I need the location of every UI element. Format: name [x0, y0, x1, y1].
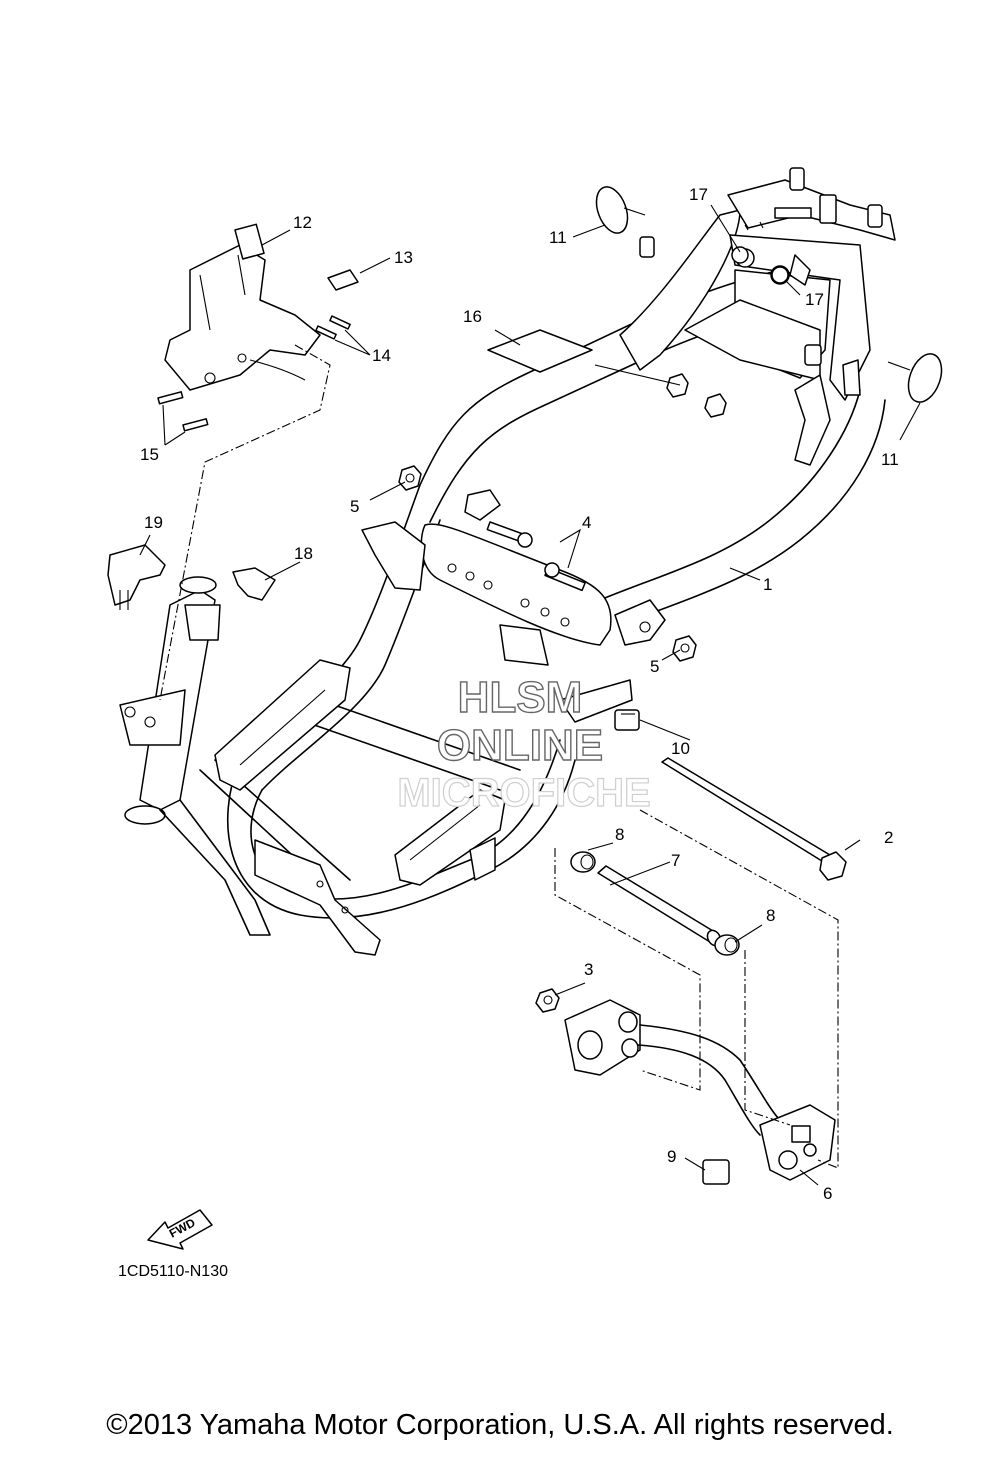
callout-18: 18: [294, 544, 313, 563]
cover-11a[interactable]: [591, 183, 646, 238]
callout-5b: 5: [650, 657, 659, 676]
callout-17a: 17: [689, 185, 708, 204]
callout-labels: 1 2 3 4 5 5 6 7 8 8 9 10 11 11 12 13 14 …: [140, 185, 899, 1203]
engine-bracket-6[interactable]: [564, 999, 836, 1181]
callout-7: 7: [671, 851, 680, 870]
callout-1: 1: [763, 575, 772, 594]
cover-11b[interactable]: [887, 349, 948, 406]
damper-10[interactable]: [614, 709, 640, 731]
watermark-line2: ONLINE: [437, 721, 603, 770]
callout-11b: 11: [881, 450, 899, 469]
label-16[interactable]: [487, 329, 593, 373]
callout-16: 16: [463, 307, 482, 326]
leader-lines: [139, 204, 921, 1186]
bracket-19[interactable]: [107, 544, 166, 610]
nut-rear-b[interactable]: [704, 393, 727, 418]
screw-15a[interactable]: [157, 391, 184, 405]
callout-17b: 17: [805, 290, 824, 309]
bushing-8b[interactable]: [714, 934, 740, 956]
grommet-17a[interactable]: [731, 246, 749, 264]
screw-14b[interactable]: [329, 315, 351, 330]
nut-5a[interactable]: [398, 465, 422, 491]
nut-rear-a[interactable]: [666, 373, 689, 398]
callout-13: 13: [394, 248, 413, 267]
bracket-12[interactable]: [164, 223, 321, 391]
callout-5a: 5: [350, 497, 359, 516]
callout-3: 3: [584, 960, 593, 979]
damper-9[interactable]: [702, 1159, 730, 1185]
callout-19: 19: [144, 513, 163, 532]
callout-6: 6: [823, 1184, 832, 1203]
bolt-2[interactable]: [661, 757, 847, 881]
nut-3[interactable]: [535, 988, 560, 1013]
watermark-line3: MICROFICHE: [397, 771, 650, 815]
assembly-lines: [159, 344, 839, 1169]
bushing-8a[interactable]: [570, 851, 596, 873]
nut-5b[interactable]: [672, 635, 697, 662]
callout-10: 10: [671, 739, 690, 758]
screw-14a[interactable]: [315, 325, 337, 340]
callout-11a: 11: [549, 228, 567, 247]
callout-15: 15: [140, 445, 159, 464]
watermark: HLSM ONLINE MICROFICHE: [397, 672, 652, 815]
callout-9: 9: [667, 1147, 676, 1166]
diagram-code: 1CD5110-N130: [118, 1263, 228, 1280]
watermark-line1: HLSM: [458, 673, 583, 722]
clip-13[interactable]: [327, 269, 359, 291]
bolt-4a[interactable]: [486, 521, 533, 548]
clamp-18[interactable]: [232, 567, 276, 601]
callout-8b: 8: [766, 906, 775, 925]
callout-8a: 8: [615, 825, 624, 844]
callout-12: 12: [293, 213, 312, 232]
bolt-4b[interactable]: [544, 562, 586, 592]
callout-14: 14: [372, 346, 391, 365]
callout-4: 4: [582, 513, 591, 532]
fwd-arrow-icon: FWD: [147, 1209, 213, 1250]
copyright-notice: ©2013 Yamaha Motor Corporation, U.S.A. A…: [106, 1409, 894, 1441]
collar-7[interactable]: [597, 865, 723, 948]
grommet-17b[interactable]: [771, 266, 789, 284]
main-frame[interactable]: [119, 167, 896, 956]
callout-2: 2: [884, 828, 893, 847]
screw-15b[interactable]: [182, 418, 209, 432]
